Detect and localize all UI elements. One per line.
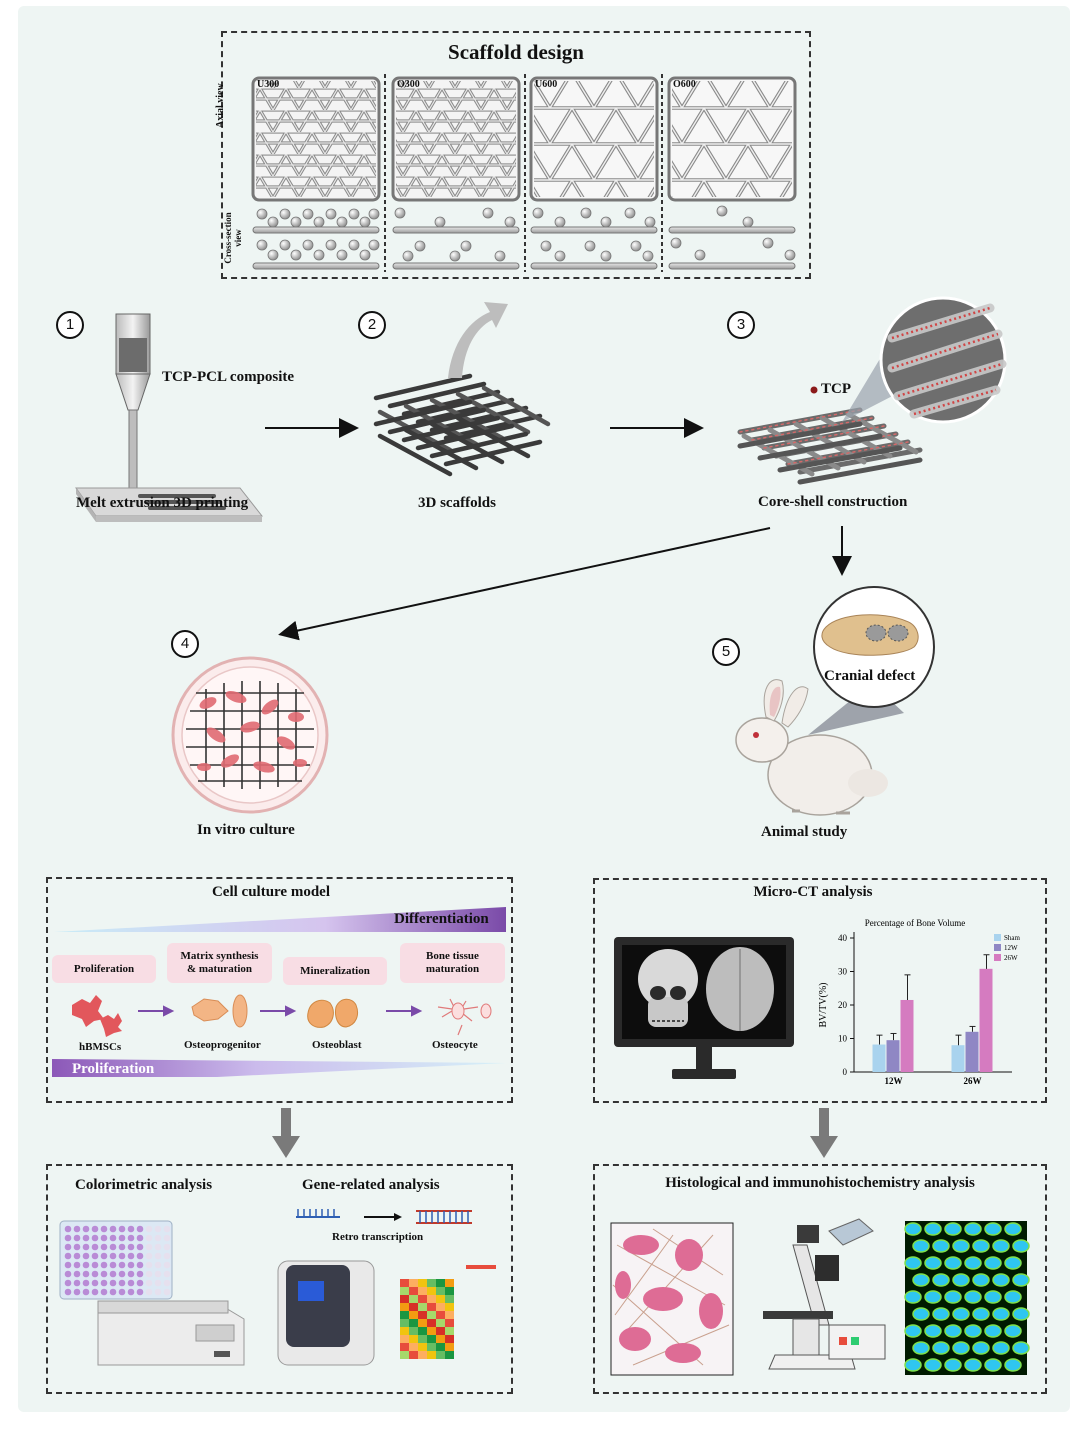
y-tick-label: 40	[838, 933, 848, 943]
x-tick-label: 12W	[885, 1076, 903, 1085]
legend-swatch	[994, 944, 1001, 951]
monitor-icon	[614, 937, 794, 1079]
y-tick-label: 20	[838, 1000, 848, 1010]
micro-ct-title: Micro-CT analysis	[753, 884, 873, 900]
gene-title: Gene-related analysis	[302, 1177, 440, 1193]
micro-ct-box	[593, 878, 1047, 1103]
left-analysis-graphic	[59, 1209, 496, 1366]
scaffold-design-title: Scaffold design	[448, 40, 584, 64]
bar-26w-12w	[900, 999, 914, 1072]
histology-title: Histological and immunohistochemistry an…	[665, 1175, 975, 1191]
step-5-caption: Animal study	[761, 824, 848, 840]
well-plate-icon	[59, 1220, 173, 1300]
cell-label-4: Osteocyte	[432, 1039, 478, 1051]
printer-nozzle-icon	[75, 313, 264, 522]
pcr-machine-icon	[277, 1260, 375, 1366]
y-tick-label: 0	[843, 1067, 848, 1077]
plate-reader-icon	[97, 1300, 245, 1366]
histology-slide-icon	[610, 1222, 734, 1376]
bone-volume-chart: Percentage of Bone Volume 0 10 20 30 40BV/TV(…	[818, 918, 1021, 1085]
differentiation-label: Differentiation	[394, 911, 489, 927]
stage-pill-2: Matrix synthesis & maturation	[167, 943, 272, 983]
petri-dish-icon	[171, 656, 329, 814]
core-shell-mesh-icon	[737, 407, 923, 485]
colorimetric-title: Colorimetric analysis	[75, 1177, 213, 1193]
legend-label: 12W	[1004, 944, 1018, 952]
retro-label: Retro transcription	[332, 1231, 424, 1243]
down-arrows	[272, 1108, 838, 1158]
step-3-badge: 3	[727, 311, 755, 339]
legend-swatch	[994, 934, 1001, 941]
cell-label-2: Osteoprogenitor	[184, 1039, 261, 1051]
cell-culture-title: Cell culture model	[211, 884, 331, 900]
right-analysis-graphic	[610, 1218, 1030, 1376]
x-tick-label: 26W	[964, 1076, 982, 1085]
stage-pill-4: Bone tissue maturation	[400, 943, 505, 983]
tcp-dot-icon	[810, 386, 818, 394]
skull-back-icon	[706, 947, 774, 1031]
rna-dna-icon	[296, 1209, 472, 1224]
culture-animal-graphic	[171, 586, 935, 816]
step-1-badge: 1	[56, 311, 84, 339]
step-4-badge: 4	[171, 630, 199, 658]
y-axis-label: BV/TV(%)	[818, 983, 829, 1028]
proliferation-gradient-label: Proliferation	[72, 1061, 155, 1077]
bar-26w-26w	[979, 968, 993, 1072]
skull-front-icon	[638, 949, 698, 1027]
material-label: TCP-PCL composite	[162, 369, 295, 385]
step-5-badge: 5	[712, 638, 740, 666]
gradient-graphic	[52, 907, 506, 1077]
variant-label-4: O600	[673, 79, 696, 90]
variant-label-3: U600	[535, 79, 558, 90]
step-1-caption: Melt extrusion 3D printing	[76, 495, 249, 511]
heatmap-icon	[400, 1279, 454, 1359]
cell-culture-box	[46, 877, 513, 1103]
skull-top-icon	[821, 614, 919, 656]
bar-12w-12w	[886, 1040, 900, 1072]
cell-label-3: Osteoblast	[312, 1039, 362, 1051]
scaffold-design-graphic	[251, 74, 797, 272]
variant-label-2: O300	[397, 79, 420, 90]
bar-sham-12w	[872, 1044, 886, 1072]
scaffold-design-box	[221, 31, 811, 279]
bar-12w-26w	[965, 1031, 979, 1072]
variant-label-1: U300	[257, 79, 280, 90]
legend-label: Sham	[1004, 934, 1021, 942]
scaffold-stack-icon	[373, 373, 551, 477]
chart-title: Percentage of Bone Volume	[865, 918, 965, 928]
step-2-caption: 3D scaffolds	[418, 495, 496, 511]
left-analysis-box	[46, 1164, 513, 1394]
step-3-caption: Core-shell construction	[758, 494, 908, 510]
cell-icons	[72, 994, 492, 1037]
cell-label-1: hBMSCs	[79, 1041, 122, 1053]
up-arrow-icon	[448, 302, 508, 378]
y-tick-label: 10	[838, 1034, 848, 1044]
stage-pill-1: Proliferation	[52, 955, 156, 983]
process-graphic	[75, 296, 1007, 641]
right-analysis-box	[593, 1164, 1047, 1394]
immunofluorescence-icon	[904, 1221, 1030, 1375]
step-2-badge: 2	[358, 311, 386, 339]
legend-label: 26W	[1004, 954, 1018, 962]
legend-swatch	[994, 954, 1001, 961]
y-tick-label: 30	[838, 967, 848, 977]
bar-sham-26w	[951, 1045, 965, 1072]
stage-pill-3: Mineralization	[283, 957, 387, 985]
microscope-icon	[763, 1218, 886, 1370]
cranial-defect-label: Cranial defect	[824, 668, 916, 684]
tcp-label: TCP	[821, 381, 851, 397]
step-4-caption: In vitro culture	[197, 822, 295, 838]
